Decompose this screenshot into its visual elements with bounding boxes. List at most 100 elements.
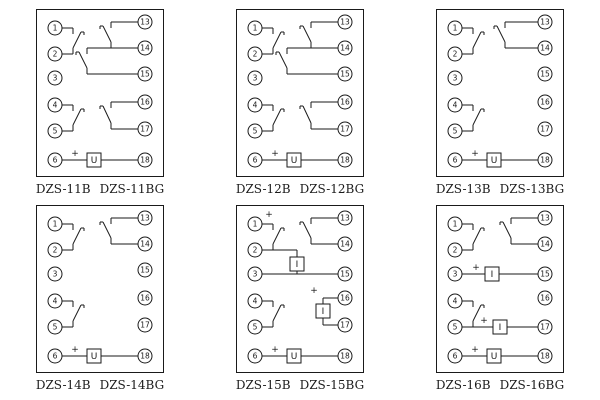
terminal-circle — [137, 94, 153, 110]
contact-blade — [472, 108, 482, 126]
terminal-number: 13 — [540, 214, 550, 223]
terminal-number: 15 — [340, 70, 350, 79]
coil-box: I — [289, 256, 305, 272]
terminal: 14 — [337, 40, 353, 56]
terminal: 17 — [337, 317, 353, 333]
terminal-number: 18 — [540, 352, 550, 361]
model-label: DZS-14B — [35, 378, 91, 392]
panel-border — [236, 9, 364, 177]
terminal: 13 — [537, 210, 553, 226]
terminal: 15 — [537, 266, 553, 282]
terminal: 15 — [537, 66, 553, 82]
terminal: 17 — [337, 121, 353, 137]
terminal-number: 2 — [53, 50, 58, 59]
coil-box: U — [86, 348, 102, 364]
model-label: DZS-11B — [35, 182, 91, 196]
terminal-circle — [137, 121, 153, 137]
terminal: 15 — [337, 266, 353, 282]
contact-switch — [472, 224, 485, 250]
terminal-number: 13 — [340, 18, 350, 27]
terminal-circle — [47, 216, 63, 232]
terminal: 16 — [337, 94, 353, 110]
terminal-circle — [537, 319, 553, 335]
contact-switch — [72, 105, 85, 131]
terminal-circle — [537, 14, 553, 30]
terminal-circle — [447, 46, 463, 62]
terminal-number: 2 — [53, 246, 58, 255]
terminal: 6 — [447, 152, 463, 168]
plus-sign: + — [310, 286, 318, 296]
contact-switch — [299, 22, 312, 48]
terminal-number: 1 — [53, 220, 58, 229]
coil-label: I — [499, 323, 502, 333]
coil-box: U — [86, 152, 102, 168]
terminal-number: 6 — [253, 352, 258, 361]
terminal: 1 — [447, 20, 463, 36]
terminal-circle — [337, 266, 353, 282]
contact-blade — [272, 31, 282, 49]
terminal-circle — [537, 121, 553, 137]
terminal-circle — [47, 293, 63, 309]
terminal: 5 — [247, 123, 263, 139]
coil-rect — [492, 319, 508, 335]
terminal: 14 — [137, 40, 153, 56]
terminal-number: 6 — [53, 352, 58, 361]
terminal-number: 17 — [340, 321, 350, 330]
terminal: 2 — [247, 242, 263, 258]
contact-blade — [72, 108, 82, 126]
contact-blade — [72, 31, 82, 49]
terminal: 6 — [47, 348, 63, 364]
coil-box: I — [484, 266, 500, 282]
panel-caption: DZS-14B DZS-14BG — [36, 378, 164, 392]
terminal: 13 — [337, 210, 353, 226]
model-label: DZS-13B — [435, 182, 491, 196]
coil-label: U — [91, 352, 98, 362]
terminal: 18 — [137, 152, 153, 168]
terminal-number: 4 — [253, 297, 258, 306]
contact-blade — [272, 227, 282, 245]
terminal-number: 18 — [140, 156, 150, 165]
terminal-circle — [247, 20, 263, 36]
contact-switch — [99, 22, 112, 48]
terminal-number: 14 — [540, 240, 550, 249]
terminal: 3 — [47, 70, 63, 86]
terminal-circle — [537, 66, 553, 82]
terminal-number: 2 — [453, 246, 458, 255]
terminal: 18 — [137, 348, 153, 364]
model-label: DZS-12B — [235, 182, 291, 196]
coil-rect — [315, 303, 331, 319]
terminal-number: 15 — [540, 270, 550, 279]
terminal-number: 3 — [53, 270, 58, 279]
contact-blade — [472, 304, 482, 322]
variant-label: DZS-14BG — [99, 378, 165, 392]
terminal-number: 15 — [140, 266, 150, 275]
terminal-circle — [247, 70, 263, 86]
panel-border — [436, 9, 564, 177]
terminal-circle — [47, 123, 63, 139]
contact-switch — [72, 28, 85, 54]
terminal-circle — [447, 97, 463, 113]
coil-label: I — [296, 260, 299, 270]
terminal: 5 — [447, 123, 463, 139]
terminal: 14 — [137, 236, 153, 252]
plus-sign: + — [71, 149, 79, 159]
coil-rect — [486, 348, 502, 364]
terminal-circle — [537, 40, 553, 56]
terminal: 15 — [337, 66, 353, 82]
terminal-circle — [537, 152, 553, 168]
variant-label: DZS-11BG — [99, 182, 165, 196]
terminal: 5 — [47, 319, 63, 335]
terminal-circle — [137, 210, 153, 226]
terminal-circle — [47, 266, 63, 282]
terminal-circle — [537, 348, 553, 364]
contact-blade — [472, 31, 482, 49]
terminal: 16 — [537, 94, 553, 110]
terminal-circle — [47, 152, 63, 168]
terminal-circle — [337, 14, 353, 30]
panel-caption: DZS-13B DZS-13BG — [436, 182, 564, 196]
